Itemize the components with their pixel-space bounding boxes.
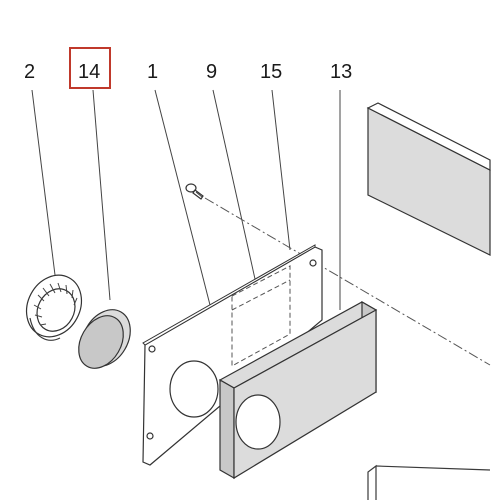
leader-line-1 (154, 89, 211, 306)
insulation-block-part-13 (218, 300, 378, 480)
callout-14-highlight-box (69, 47, 111, 89)
callout-14[interactable]: 14 (78, 61, 100, 83)
leader-line-14 (92, 89, 111, 301)
callout-1[interactable]: 1 (147, 61, 158, 83)
screw-part (185, 183, 204, 200)
background-bracket-bottom (367, 464, 491, 500)
leader-line-9 (212, 89, 258, 289)
assembly-centerline (204, 197, 491, 366)
leader-line-2 (31, 89, 56, 276)
plug-cap-part-14 (78, 309, 131, 369)
background-panel-top (366, 102, 491, 256)
callout-9[interactable]: 9 (206, 61, 217, 83)
callout-15[interactable]: 15 (260, 61, 282, 83)
callout-13[interactable]: 13 (330, 61, 352, 83)
leader-line-15 (271, 89, 291, 251)
callout-2[interactable]: 2 (24, 61, 35, 83)
grommet-part-2 (25, 274, 83, 341)
leader-lines (31, 89, 341, 310)
gasket-outline-part-9-15 (231, 265, 291, 367)
